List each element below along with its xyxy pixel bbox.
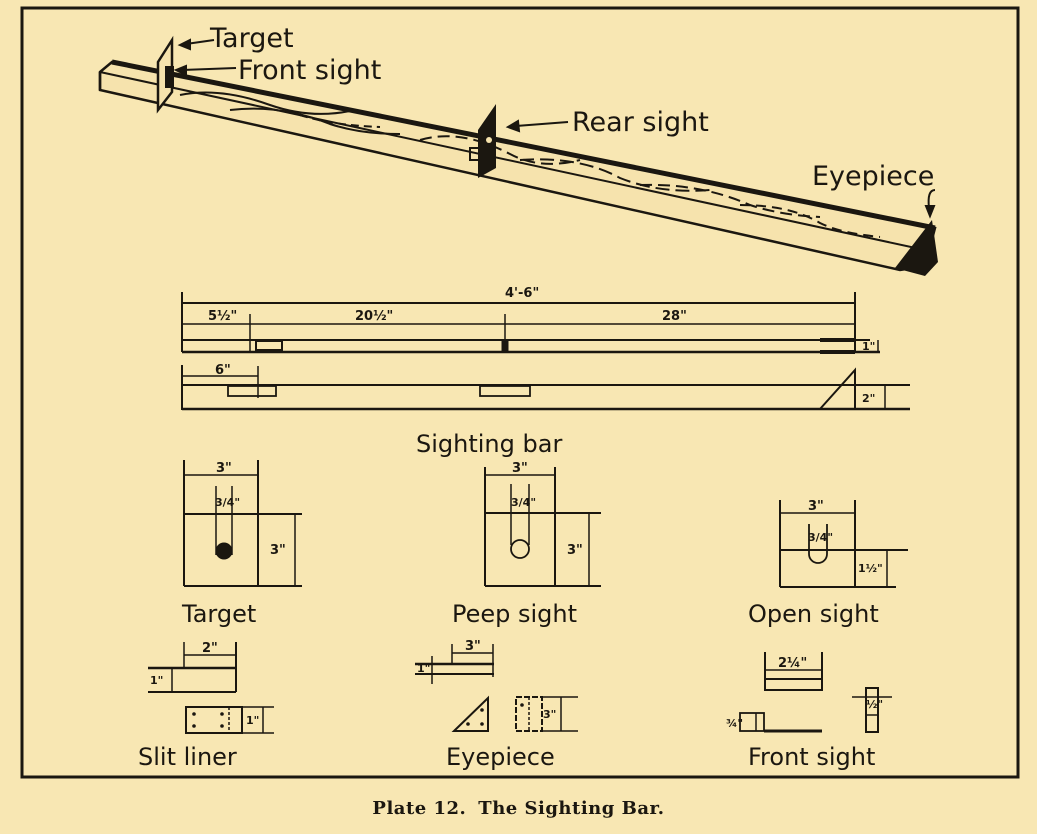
slit-liner-detail [148, 642, 274, 734]
slit-liner-thickness: 1" [150, 674, 163, 687]
label-peep-sight: Peep sight [452, 600, 577, 628]
peep-sight-height: 3" [567, 543, 583, 558]
label-open-sight: Open sight [748, 600, 879, 628]
label-eyepiece-detail: Eyepiece [446, 743, 555, 771]
eyepiece-side: 3" [543, 708, 556, 721]
dim-overall-length: 4'-6" [505, 286, 539, 301]
open-sight-height: 1½" [858, 562, 883, 575]
plate-caption: Plate 12. The Sighting Bar. [0, 798, 1037, 819]
front-sight-slot: ½" [866, 698, 883, 711]
slit-liner-side: 1" [246, 714, 259, 727]
label-rear-sight: Rear sight [572, 107, 709, 138]
target-height: 3" [270, 543, 286, 558]
front-sight-width: 2¼" [778, 656, 807, 671]
dim-segment-3: 28" [662, 309, 687, 324]
label-front-sight: Front sight [238, 55, 381, 86]
peep-sight-width: 3" [512, 461, 528, 476]
caption-plate-number: Plate 12. [372, 798, 467, 819]
label-eyepiece: Eyepiece [812, 161, 934, 192]
peep-sight-slot: 3/4" [511, 496, 536, 509]
open-sight-slot: 3/4" [808, 531, 833, 544]
dim-segment-1: 5½" [208, 309, 237, 324]
label-front-sight-detail: Front sight [748, 743, 875, 771]
dim-eyepiece-offset: 6" [215, 363, 231, 378]
wood-grain [179, 91, 881, 238]
open-sight-detail [779, 500, 908, 588]
eyepiece-width: 3" [465, 639, 481, 654]
caption-title: The Sighting Bar. [478, 798, 665, 819]
sighting-bar-perspective: Target Front sight Rear sight Eyepiece [98, 23, 938, 276]
target-slot: 3/4" [215, 496, 240, 509]
bar-front-edge [99, 71, 926, 251]
target-shape [165, 66, 174, 88]
plate-frame [20, 6, 1020, 779]
peep-sight-detail [484, 467, 601, 587]
dim-thickness: 1" [862, 340, 875, 353]
target-width: 3" [216, 461, 232, 476]
target-detail [183, 460, 302, 587]
label-target-detail: Target [181, 600, 256, 628]
open-sight-width: 3" [808, 499, 824, 514]
bar-top-edge [111, 59, 936, 231]
label-target: Target [209, 23, 294, 54]
eyepiece-thickness: 1" [417, 662, 430, 675]
sighting-bar-plan [181, 292, 910, 411]
slit-liner-width: 2" [202, 641, 218, 656]
dim-height: 2" [862, 392, 875, 405]
eyepiece-shape [895, 220, 938, 276]
front-sight-detail [739, 652, 892, 733]
plan-title: Sighting bar [416, 430, 562, 458]
eyepiece-detail [415, 644, 578, 732]
dim-segment-2: 20½" [355, 309, 393, 324]
front-sight-side: ¾" [726, 717, 743, 730]
label-slit-liner: Slit liner [138, 743, 237, 771]
